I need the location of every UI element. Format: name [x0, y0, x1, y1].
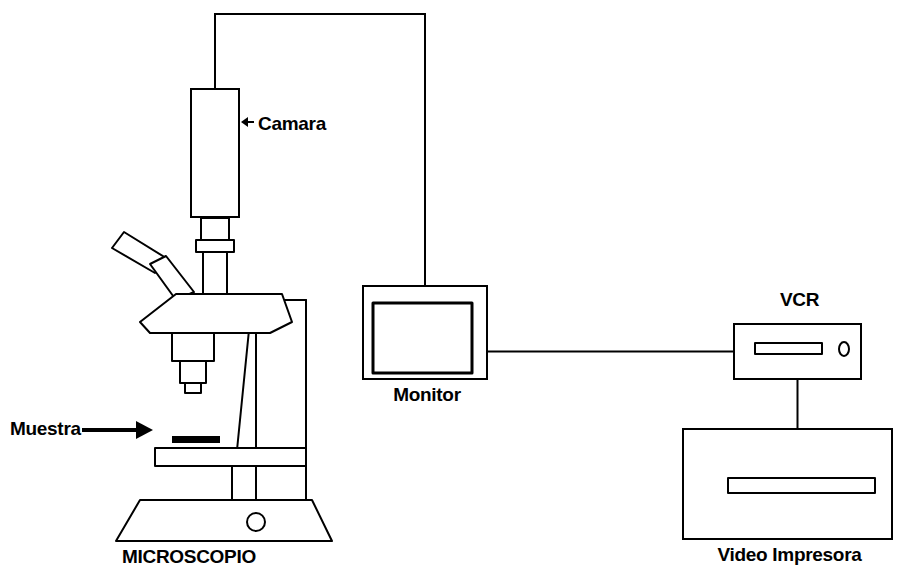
camera-body: Camara: [190, 88, 240, 218]
printer-box: Video Impresora: [682, 428, 893, 540]
cable-connector: [797, 380, 799, 428]
device-label: VCR: [780, 289, 819, 311]
objective: [180, 361, 206, 383]
monitor-screen: [373, 303, 472, 373]
microscope-stage: [155, 448, 306, 466]
sample-arrow: [82, 428, 140, 432]
vcr-knob: [839, 342, 849, 356]
stage-support: [232, 466, 256, 500]
nosepiece: [172, 333, 214, 361]
trinocular-tube: [203, 252, 227, 296]
camera-collar: [196, 240, 234, 252]
vcr-box: VCR: [733, 323, 862, 380]
vcr-slot: [755, 343, 822, 354]
objective-lens: [185, 383, 201, 393]
camera-leader-head: [241, 117, 248, 127]
cable-connector: [215, 14, 425, 285]
microscope-base: [116, 500, 332, 541]
device-label: Camara: [258, 113, 326, 135]
camera-adapter: [201, 218, 229, 240]
cable-connector: [488, 351, 733, 353]
device-label: Video Impresora: [717, 544, 861, 566]
microscope-label: MICROSCOPIO: [122, 546, 256, 568]
sample-slide: [172, 436, 220, 443]
sample-label: Muestra: [10, 418, 81, 440]
printer-slot: [728, 478, 875, 493]
microscope-head: [140, 294, 292, 333]
device-label: Monitor: [393, 384, 461, 406]
focus-knob: [247, 513, 265, 531]
sample-arrowhead: [136, 421, 153, 439]
monitor-box: Monitor: [362, 285, 488, 380]
